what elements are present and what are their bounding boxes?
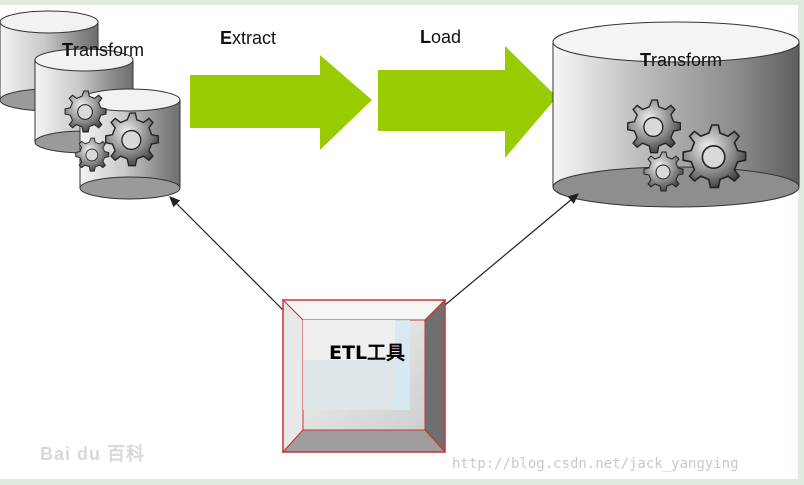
right-border-strip — [798, 0, 804, 485]
etl-tool-label: ETL工具 — [329, 342, 406, 364]
bottom-border-strip — [0, 479, 804, 485]
etl-to-source-connector — [169, 196, 286, 313]
extract-arrow — [190, 55, 372, 150]
target-transform-label: Transform — [640, 50, 723, 70]
extract-label: Extract — [220, 28, 277, 48]
etl-to-target-connector — [444, 193, 579, 306]
baidu-watermark: Bai du 百科 — [40, 444, 146, 464]
etl-tool-box — [281, 298, 447, 454]
top-border-strip — [0, 0, 804, 5]
source-transform-label: Transform — [62, 40, 145, 60]
load-arrow — [378, 46, 557, 158]
url-watermark: http://blog.csdn.net/jack_yangying — [452, 456, 739, 472]
load-label: Load — [420, 27, 462, 47]
